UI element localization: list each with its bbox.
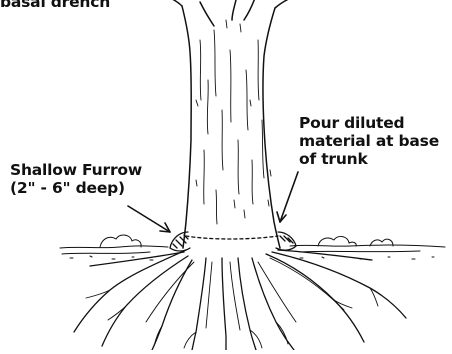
pour-label-line-2: material at base: [299, 132, 439, 150]
shrubs: [100, 235, 393, 247]
furrow-arrow: [128, 206, 170, 232]
pour-label-line-3: of trunk: [299, 150, 368, 168]
diagram-title: basal drench: [0, 0, 110, 11]
bark-texture: [196, 20, 271, 224]
tree-roots: [74, 250, 406, 350]
furrow-label-line-2: (2" - 6" deep): [10, 179, 125, 197]
furrow-label-line-1: Shallow Furrow: [10, 161, 142, 179]
tree-trunk: [166, 0, 296, 248]
pour-label-line-1: Pour diluted: [299, 114, 404, 132]
pour-arrow: [277, 172, 298, 222]
